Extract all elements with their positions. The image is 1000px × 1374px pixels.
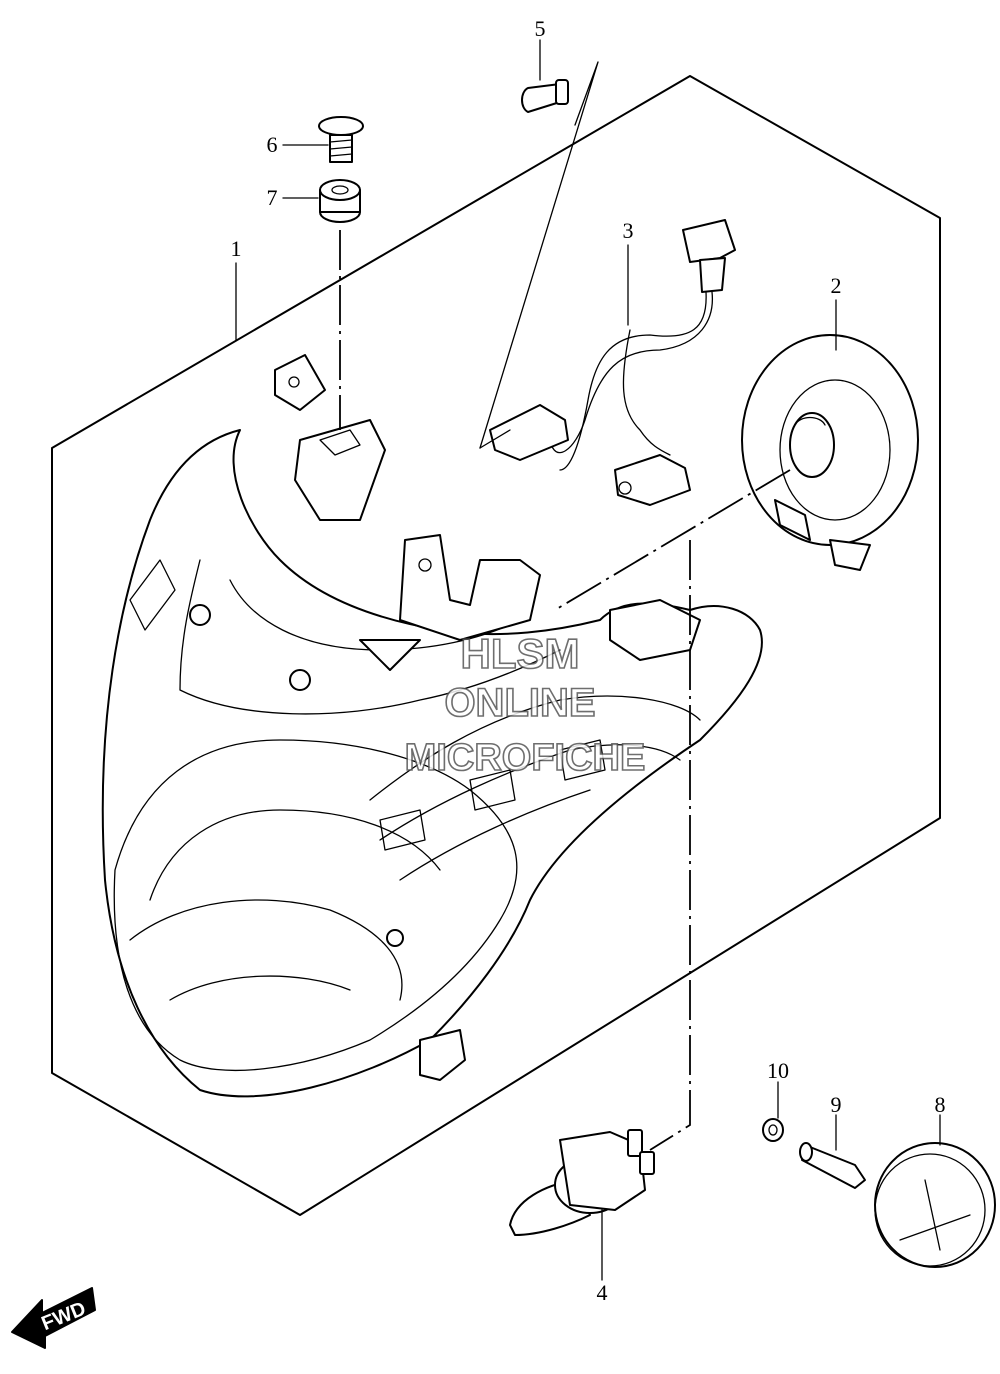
bulb-socket-cover[interactable] (741, 334, 919, 571)
cap-disc[interactable] (874, 1142, 996, 1268)
callout-9[interactable]: 9 (831, 1092, 842, 1117)
headlamp-bulb[interactable] (509, 1129, 655, 1236)
callout-5[interactable]: 5 (535, 16, 546, 41)
callout-6[interactable]: 6 (267, 132, 278, 157)
callout-3[interactable]: 3 (623, 218, 634, 243)
wiring-harness[interactable] (489, 219, 736, 506)
callout-2[interactable]: 2 (831, 273, 842, 298)
svg-text:HLSM: HLSM (461, 630, 580, 677)
fwd-direction-badge: FWD (11, 1287, 96, 1349)
callout-labels: 1 2 3 4 5 6 7 8 9 10 (231, 16, 946, 1305)
callout-4[interactable]: 4 (597, 1280, 608, 1305)
callout-7[interactable]: 7 (267, 185, 278, 210)
pin[interactable] (799, 1142, 866, 1189)
grommet[interactable] (319, 179, 361, 223)
callout-10[interactable]: 10 (767, 1058, 789, 1083)
leader-lines (235, 39, 941, 1281)
svg-text:ONLINE: ONLINE (444, 681, 595, 725)
screw[interactable] (318, 116, 364, 163)
headlight-housing[interactable] (101, 354, 763, 1098)
callout-8[interactable]: 8 (935, 1092, 946, 1117)
svg-text:MICROFICHE: MICROFICHE (405, 737, 646, 779)
assembly-outline (51, 75, 941, 1216)
washer[interactable] (762, 1118, 784, 1142)
callout-1[interactable]: 1 (231, 236, 242, 261)
small-bulb[interactable] (521, 79, 569, 113)
watermark: HLSM ONLINE MICROFICHE (404, 629, 646, 780)
